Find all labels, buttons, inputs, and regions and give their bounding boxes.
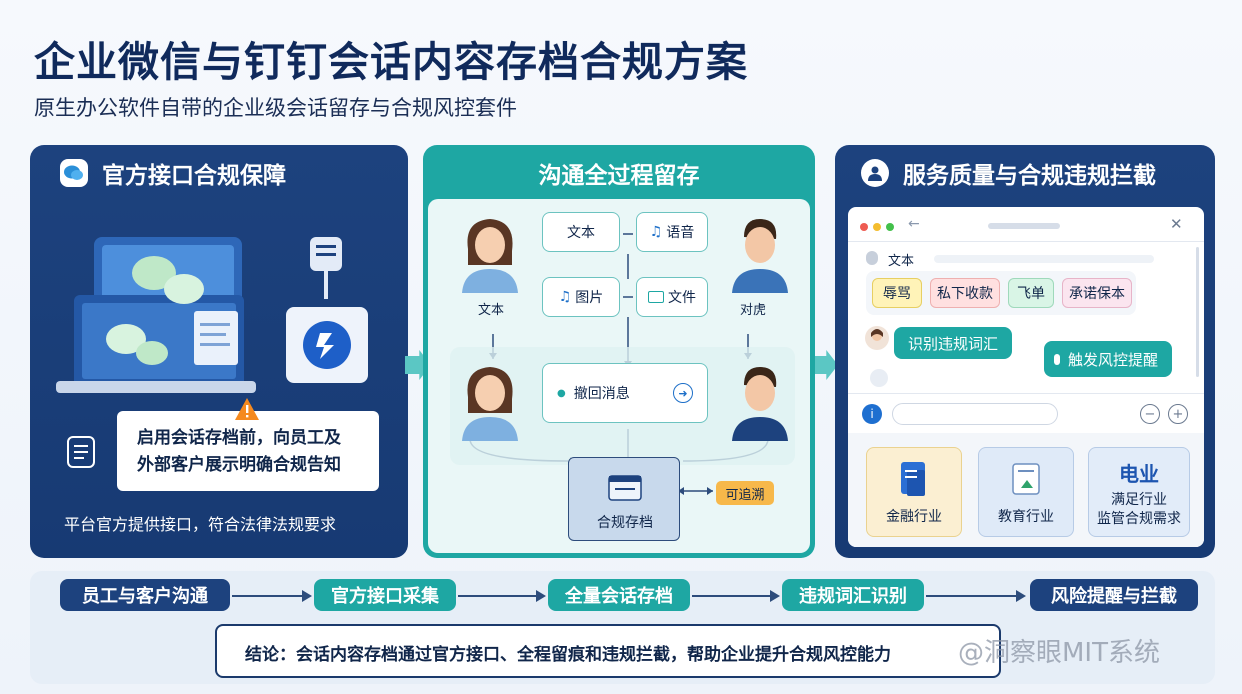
violation-tag[interactable]: 飞单 [1008, 278, 1054, 308]
title-bar-placeholder [988, 223, 1060, 229]
mic-icon [866, 251, 878, 265]
msg-image-label: 图片 [575, 290, 604, 306]
customer-avatar-male [732, 219, 788, 293]
alert-mic-icon [1054, 353, 1060, 365]
flow-step-5: 风险提醒与拦截 [1030, 579, 1198, 611]
industry-finance-label: 金融行业 [886, 509, 942, 525]
user-icon [861, 159, 889, 187]
industry-power-title: 电业 [1119, 462, 1159, 486]
industry-finance-card[interactable]: 金融行业 [866, 447, 962, 537]
archive-label: 合规存档 [597, 515, 653, 531]
flow-arrow [926, 590, 1026, 602]
traceable-badge: 可追溯 [716, 481, 774, 505]
divider [848, 241, 1204, 242]
notice-line-1: 启用会话存档前，向员工及 [137, 428, 341, 448]
flow-step-4: 违规词汇识别 [782, 579, 924, 611]
recall-message-box: ● 撤回消息 ➜ [542, 363, 708, 423]
document-icon [67, 436, 95, 468]
panel-left-header: 官方接口合规保障 [30, 145, 408, 201]
industry-education-label: 教育行业 [998, 509, 1054, 525]
employee-avatar-female [462, 219, 518, 293]
archive-window-icon [608, 475, 642, 501]
alert-label: 触发风控提醒 [1068, 350, 1159, 369]
msg-type-file: 文件 [636, 277, 708, 317]
violation-tag[interactable]: 承诺保本 [1062, 278, 1132, 308]
avatar-placeholder [870, 369, 888, 387]
customer-avatar-male [732, 367, 788, 441]
panel-left-title: 官方接口合规保障 [102, 163, 286, 189]
page-title: 企业微信与钉钉会话内容存档合规方案 [34, 38, 748, 86]
panel-official-interface: 官方接口合规保障 启用会话存档前，向员工及 外部客户展示明确合规告知 平台官方提… [30, 145, 408, 558]
flow-step-3: 全量会话存档 [548, 579, 690, 611]
chat-label: 文本 [888, 254, 915, 269]
panel-left-footer: 平台官方提供接口，符合法律法规要求 [64, 515, 337, 534]
flow-arrow [232, 590, 312, 602]
industry-power-line2: 监管合规需求 [1097, 511, 1181, 527]
warning-icon [235, 398, 259, 420]
plus-icon[interactable]: + [1168, 404, 1188, 424]
conclusion-box: 结论：会话内容存档通过官方接口、全程留痕和违规拦截，帮助企业提升合规风控能力 [215, 624, 1001, 678]
window-maximize-dot[interactable] [886, 223, 894, 231]
window-minimize-dot[interactable] [873, 223, 881, 231]
compliance-archive-box: 合规存档 [568, 457, 680, 541]
msg-type-text: 文本 [542, 212, 620, 252]
violation-tag[interactable]: 私下收款 [930, 278, 1000, 308]
divider [848, 393, 1204, 394]
music-note-icon: ♫ [649, 224, 663, 240]
compliance-notice-box: 启用会话存档前，向员工及 外部客户展示明确合规告知 [117, 411, 379, 491]
violation-tag[interactable]: 辱骂 [872, 278, 922, 308]
industry-power-line1: 满足行业 [1111, 492, 1167, 508]
person-right-label: 对虎 [740, 303, 767, 318]
flow-step-2: 官方接口采集 [314, 579, 456, 611]
panel-right-title: 服务质量与合规违规拦截 [903, 163, 1156, 189]
industry-education-card[interactable]: 教育行业 [978, 447, 1074, 537]
chat-window: ← ✕ 文本 辱骂 私下收款 飞单 承诺保本 识别违规词汇 触发风控提醒 i −… [848, 207, 1204, 547]
alert-bubble: 触发风控提醒 [1044, 341, 1173, 377]
music-note-icon: ♫ [558, 289, 572, 305]
minus-icon[interactable]: − [1140, 404, 1160, 424]
panel-full-retention: 沟通全过程留存 [423, 145, 815, 558]
connector-device-illustration [286, 237, 368, 383]
retention-diagram: 文本 ♫ 语音 ♫ 图片 文件 文本 对虎 [428, 199, 810, 553]
flow-step-1: 员工与客户沟通 [60, 579, 230, 611]
pin-icon: ● [557, 387, 566, 399]
window-close-dot[interactable] [860, 223, 868, 231]
message-placeholder [934, 255, 1154, 263]
identify-bubble: 识别违规词汇 [894, 327, 1013, 359]
watermark: @洞察眼MIT系统 [958, 638, 1160, 668]
folder-icon [648, 291, 664, 303]
employee-avatar-female [462, 367, 518, 441]
msg-voice-label: 语音 [666, 225, 695, 241]
close-icon[interactable]: ✕ [1170, 215, 1183, 233]
info-icon[interactable]: i [862, 404, 882, 424]
laptop-chat-illustration [56, 237, 256, 393]
finance-document-icon [901, 462, 925, 496]
recall-label: 撤回消息 [573, 386, 630, 402]
back-arrow-icon[interactable]: ← [908, 216, 920, 232]
panel-violation-intercept: 服务质量与合规违规拦截 ← ✕ 文本 辱骂 私下收款 飞单 承诺保本 识别违规词… [835, 145, 1215, 558]
redo-arrow-icon: ➜ [673, 383, 693, 403]
page-subtitle: 原生办公软件自带的企业级会话留存与合规风控套件 [34, 96, 517, 120]
scrollbar[interactable] [1196, 247, 1199, 377]
chat-input[interactable] [892, 403, 1058, 425]
flow-arrow [692, 590, 780, 602]
msg-type-image: ♫ 图片 [542, 277, 620, 317]
msg-file-label: 文件 [668, 290, 696, 306]
industry-power-card[interactable]: 电业 满足行业 监管合规需求 [1088, 447, 1190, 537]
notice-line-2: 外部客户展示明确合规告知 [137, 455, 341, 475]
education-chart-icon [1012, 463, 1040, 495]
chat-bubble-icon [60, 159, 88, 187]
flow-arrow [458, 590, 546, 602]
panel-right-header: 服务质量与合规违规拦截 [835, 145, 1215, 201]
panel-middle-header: 沟通全过程留存 [538, 163, 700, 189]
avatar [865, 326, 889, 350]
person-left-label: 文本 [478, 303, 505, 318]
msg-type-voice: ♫ 语音 [636, 212, 708, 252]
